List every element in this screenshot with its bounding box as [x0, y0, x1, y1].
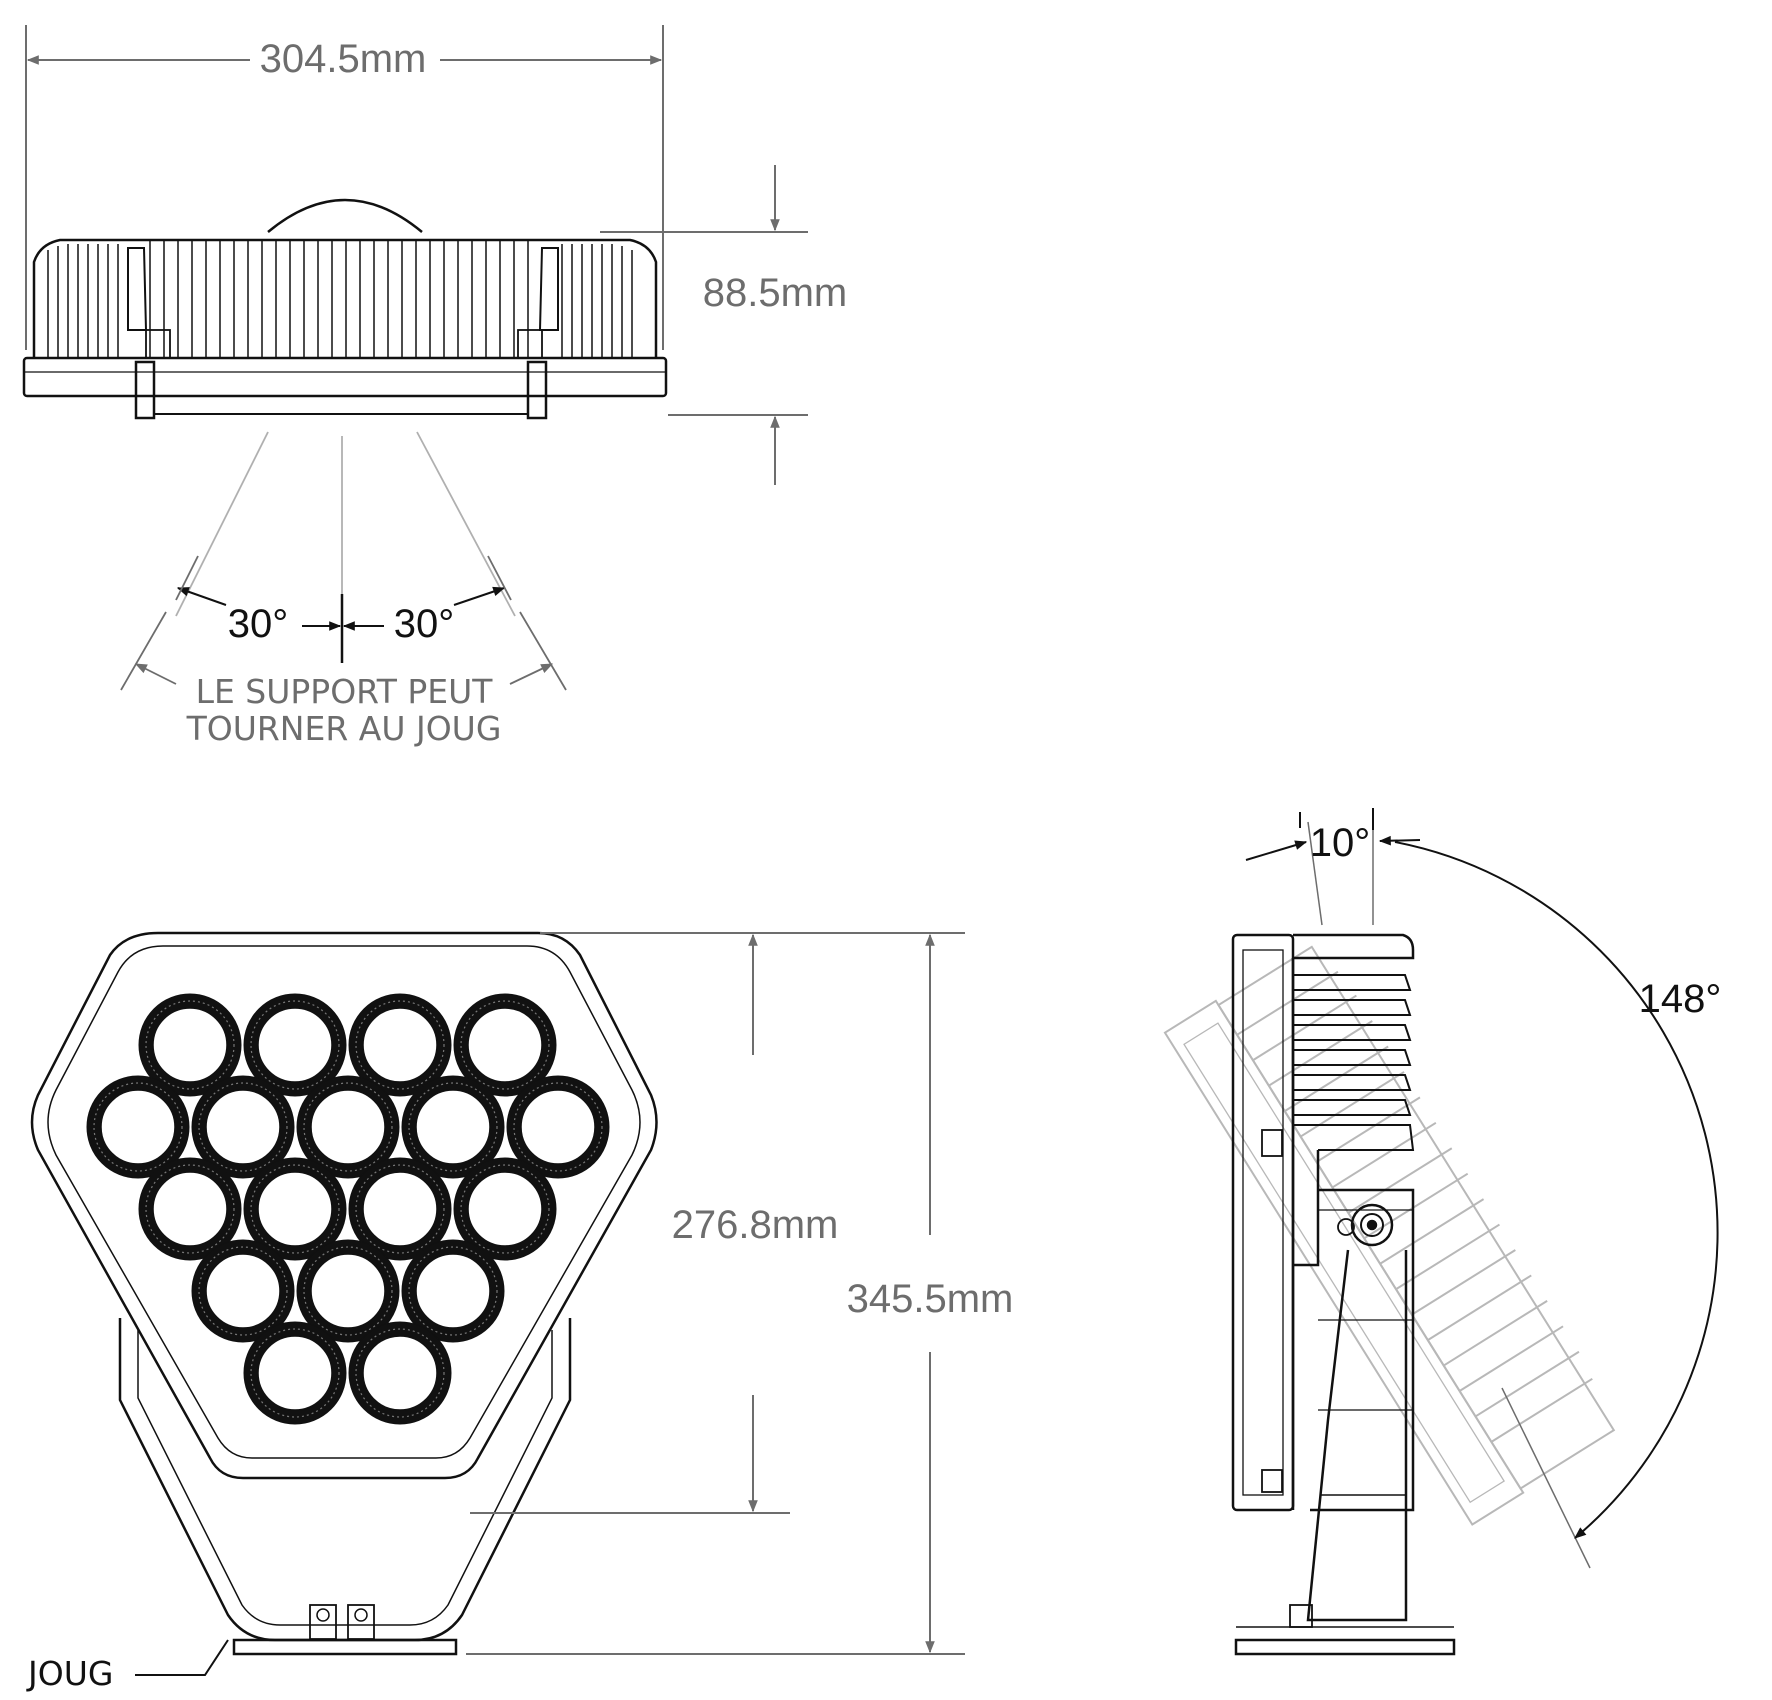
- led-module: [138, 993, 242, 1097]
- led-module: [348, 993, 452, 1097]
- front-dimensions: [466, 932, 965, 1655]
- led-module: [453, 993, 557, 1097]
- side-view: 10° 148°: [1163, 808, 1722, 1656]
- rotation-note-line1: LE SUPPORT PEUT: [196, 672, 494, 711]
- led-module: [243, 1321, 347, 1425]
- led-module: [348, 1321, 452, 1425]
- led-module: [243, 993, 347, 1097]
- led-module: [296, 1239, 400, 1343]
- yoke: [118, 1318, 572, 1656]
- led-module: [401, 1239, 505, 1343]
- rotation-note-arrows: [120, 611, 567, 691]
- led-module: [296, 1075, 400, 1179]
- led-module: [453, 1157, 557, 1261]
- led-module: [348, 1157, 452, 1261]
- top-width-dimension: [25, 25, 664, 350]
- rotate-right-angle: 30°: [394, 602, 455, 646]
- rotation-guide-lines: [175, 431, 516, 617]
- top-height-label: 88.5mm: [703, 271, 848, 315]
- total-height-label: 345.5mm: [847, 1277, 1014, 1321]
- yoke-leader: [135, 1639, 229, 1676]
- top-height-dimension: [600, 165, 808, 485]
- tilt-back-angle: 10°: [1310, 821, 1371, 865]
- led-module: [506, 1075, 610, 1179]
- front-housing: [30, 931, 658, 1480]
- rotation-arrows: [175, 555, 512, 663]
- led-module: [401, 1075, 505, 1179]
- rotate-left-angle: 30°: [228, 602, 289, 646]
- led-module: [86, 1075, 190, 1179]
- led-module: [243, 1157, 347, 1261]
- side-body: [1231, 933, 1415, 1512]
- led-array: [86, 993, 610, 1425]
- led-module: [138, 1157, 242, 1261]
- top-width-label: 304.5mm: [260, 37, 427, 81]
- led-module: [191, 1239, 295, 1343]
- front-view: 276.8mm 345.5mm JOUG: [26, 931, 1014, 1693]
- led-module: [191, 1075, 295, 1179]
- top-view-body: [22, 198, 668, 420]
- top-view: 304.5mm 88.5mm: [22, 25, 848, 748]
- side-stand: [1234, 1249, 1456, 1656]
- lens-height-label: 276.8mm: [672, 1203, 839, 1247]
- side-angle-arrows: [1245, 808, 1719, 1539]
- tilt-range-angle: 148°: [1639, 977, 1722, 1021]
- rotation-note-line2: TOURNER AU JOUG: [186, 709, 502, 748]
- yoke-label: JOUG: [26, 1654, 113, 1693]
